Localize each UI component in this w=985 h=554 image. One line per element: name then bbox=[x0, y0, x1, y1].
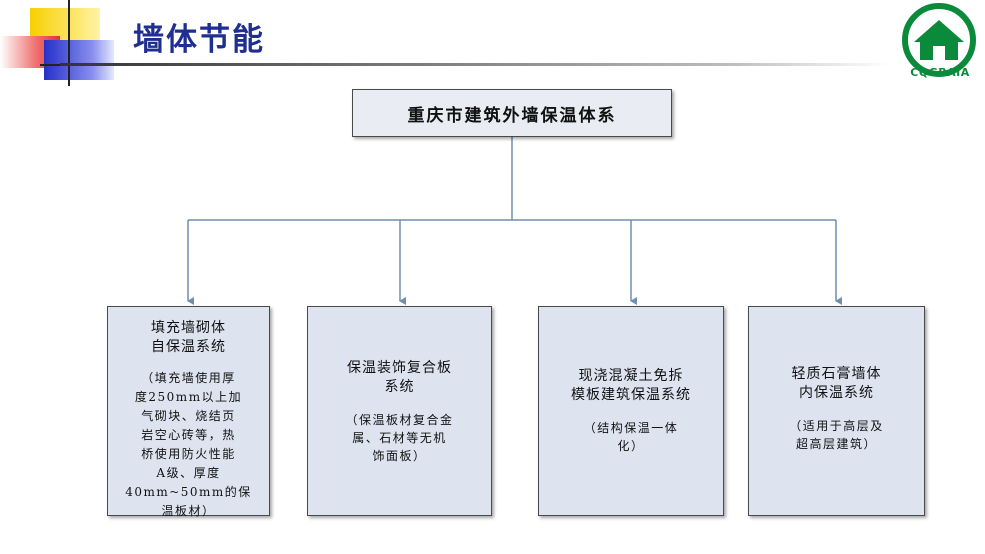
child-3-detail-line-1: （结构保温一体 bbox=[583, 421, 679, 435]
child-2-title-line-2: 系统 bbox=[384, 379, 415, 395]
house-logo-icon bbox=[902, 3, 976, 77]
child-3-detail: （结构保温一体 化） bbox=[539, 419, 723, 455]
child-1-detail-line-6: A级、厚度 bbox=[156, 466, 221, 480]
child-1-detail-line-3: 气砌块、烧结页 bbox=[141, 409, 236, 423]
blue-square bbox=[44, 40, 114, 80]
child-2-detail-line-2: 属、石材等无机 bbox=[352, 431, 447, 445]
child-3-title-line-1: 现浇混凝土免拆 bbox=[578, 368, 684, 384]
page-title: 墙体节能 bbox=[133, 22, 265, 58]
child-1-title-line-2: 自保温系统 bbox=[151, 339, 226, 355]
child-3-detail-line-2: 化） bbox=[617, 439, 645, 453]
child-4-title-line-2: 内保温系统 bbox=[799, 385, 874, 401]
child-2-detail-line-1: （保温板材复合金 bbox=[345, 413, 454, 427]
child-4-detail-line-1: （适用于高层及 bbox=[789, 419, 884, 433]
logo-text: CQGBAIA bbox=[910, 66, 970, 79]
corner-decoration bbox=[0, 0, 120, 90]
child-1-title-line-1: 填充墙砌体 bbox=[151, 320, 226, 336]
child-node-3: 现浇混凝土免拆 模板建筑保温系统 （结构保温一体 化） bbox=[538, 306, 724, 516]
child-4-detail-line-2: 超高层建筑） bbox=[795, 437, 877, 451]
child-1-detail-line-4: 岩空心砖等，热 bbox=[141, 428, 236, 442]
child-1-detail-line-1: （填充墙使用厚 bbox=[141, 371, 236, 385]
child-node-1: 填充墙砌体 自保温系统 （填充墙使用厚 度250mm以上加 气砌块、烧结页 岩空… bbox=[107, 306, 270, 518]
child-1-detail-line-7: 40mm~50mm的保 bbox=[125, 485, 252, 499]
child-4-detail: （适用于高层及 超高层建筑） bbox=[749, 417, 924, 453]
root-node: 重庆市建筑外墙保温体系 bbox=[352, 89, 672, 137]
vertical-line bbox=[68, 0, 70, 86]
child-2-detail-line-3: 饰面板） bbox=[372, 449, 427, 463]
title-divider bbox=[60, 63, 890, 66]
child-node-2: 保温装饰复合板 系统 （保温板材复合金 属、石材等无机 饰面板） bbox=[307, 306, 492, 516]
child-1-detail: （填充墙使用厚 度250mm以上加 气砌块、烧结页 岩空心砖等，热 桥使用防火性… bbox=[108, 369, 269, 521]
child-4-title-line-1: 轻质石膏墙体 bbox=[791, 366, 882, 382]
child-1-detail-line-2: 度250mm以上加 bbox=[134, 390, 243, 404]
child-1-detail-line-8: 温板材） bbox=[161, 504, 216, 518]
child-2-detail: （保温板材复合金 属、石材等无机 饰面板） bbox=[308, 411, 491, 465]
child-1-detail-line-5: 桥使用防火性能 bbox=[141, 447, 236, 461]
yellow-square bbox=[30, 8, 100, 40]
child-2-title-line-1: 保温装饰复合板 bbox=[347, 360, 452, 376]
child-node-4: 轻质石膏墙体 内保温系统 （适用于高层及 超高层建筑） bbox=[748, 306, 925, 516]
child-3-title-line-2: 模板建筑保温系统 bbox=[571, 387, 691, 403]
